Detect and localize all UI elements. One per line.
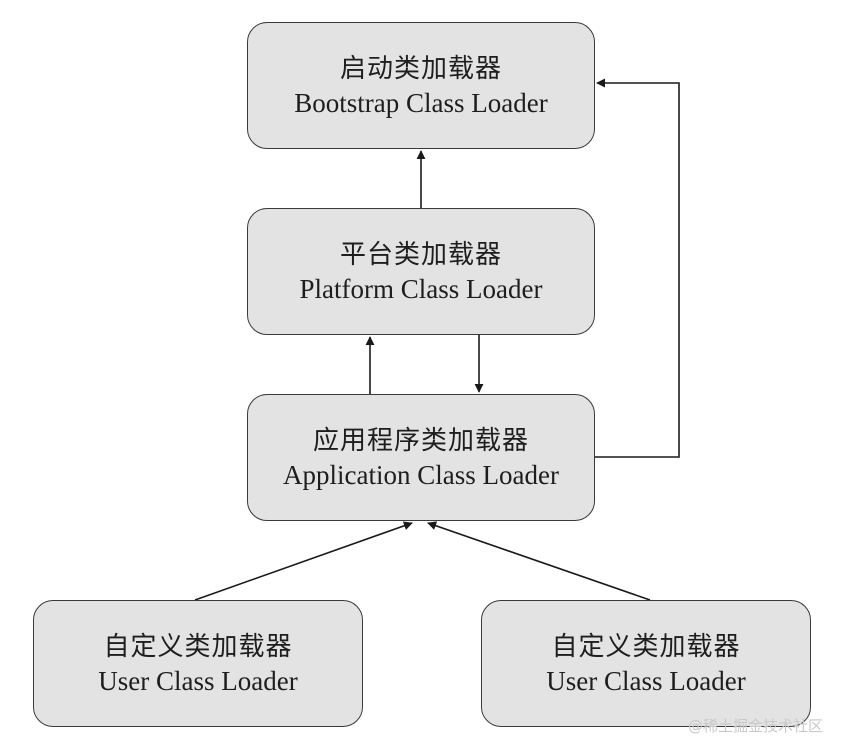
arrow-user-right-to-application: [427, 521, 651, 601]
node-label-en: Bootstrap Class Loader: [294, 87, 548, 118]
node-label-cn: 自定义类加载器: [551, 631, 741, 662]
node-label-en: Application Class Loader: [283, 459, 559, 490]
node-label-cn: 启动类加载器: [339, 53, 502, 84]
node-bootstrap-class-loader: 启动类加载器 Bootstrap Class Loader: [247, 22, 595, 149]
arrow-user-left-to-application: [194, 521, 413, 601]
node-label-en: User Class Loader: [98, 665, 298, 696]
arrow-application-to-bootstrap: [595, 78, 680, 458]
node-label-cn: 平台类加载器: [339, 239, 502, 270]
node-label-cn: 自定义类加载器: [103, 631, 293, 662]
watermark-text: @稀土掘金技术社区: [687, 717, 823, 735]
node-user-class-loader-left: 自定义类加载器 User Class Loader: [33, 600, 363, 727]
node-platform-class-loader: 平台类加载器 Platform Class Loader: [247, 208, 595, 335]
node-user-class-loader-right: 自定义类加载器 User Class Loader: [481, 600, 811, 727]
node-label-en: Platform Class Loader: [299, 273, 543, 304]
node-application-class-loader: 应用程序类加载器 Application Class Loader: [247, 394, 595, 521]
node-label-cn: 应用程序类加载器: [312, 425, 529, 456]
node-label-en: User Class Loader: [546, 665, 746, 696]
